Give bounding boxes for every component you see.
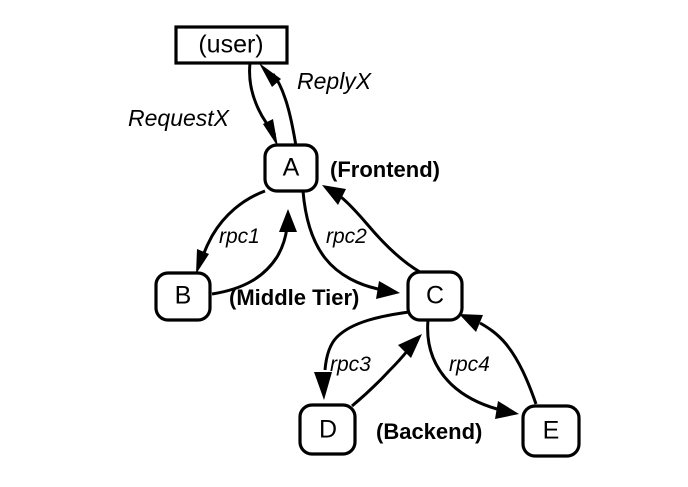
edge-rpc3-call bbox=[314, 310, 410, 400]
edge-rpc4-return bbox=[459, 314, 538, 405]
edge-label-rpc2: rpc2 bbox=[326, 225, 367, 248]
node-b[interactable]: B bbox=[154, 271, 212, 322]
node-e[interactable]: E bbox=[521, 404, 581, 458]
node-user-shape bbox=[174, 25, 289, 65]
edge-rpc1-return bbox=[211, 209, 297, 296]
edge-rpc1-call bbox=[196, 189, 266, 274]
edge-rpc2-return-path bbox=[340, 195, 421, 274]
edge-label-rpc3: rpc3 bbox=[330, 353, 371, 376]
node-e-shape bbox=[521, 404, 581, 458]
node-user-label: (user) bbox=[198, 31, 263, 59]
edge-label-request-x: RequestX bbox=[128, 105, 231, 131]
edge-rpc3-return-arrowhead bbox=[398, 334, 422, 358]
node-b-shape bbox=[154, 271, 212, 322]
edge-rpc1-return-path bbox=[211, 226, 289, 296]
edge-rpc2-call bbox=[301, 190, 400, 299]
edge-rpc3-call-arrowhead bbox=[314, 372, 332, 400]
edge-rpc1-return-arrowhead bbox=[279, 209, 297, 232]
edge-label-rpc1: rpc1 bbox=[219, 225, 260, 248]
node-c-shape bbox=[406, 270, 464, 322]
node-a-label: A bbox=[283, 154, 300, 182]
edge-rpc3-return bbox=[351, 334, 422, 408]
edge-request-x bbox=[248, 62, 278, 147]
edge-rpc2-call-path bbox=[301, 190, 379, 291]
edge-reply-x-arrowhead bbox=[259, 63, 281, 87]
tier-label-frontend: (Frontend) bbox=[330, 157, 440, 182]
edge-label-rpc4: rpc4 bbox=[449, 353, 490, 376]
edge-rpc4-return-path bbox=[479, 321, 538, 405]
edge-rpc3-call-path bbox=[323, 310, 410, 371]
node-c[interactable]: C bbox=[406, 270, 464, 322]
node-user[interactable]: (user) bbox=[174, 25, 289, 65]
edge-label-reply-x: ReplyX bbox=[297, 68, 373, 94]
tier-label-backend: (Backend) bbox=[376, 419, 482, 444]
tier-label-middle-tier: (Middle Tier) bbox=[229, 285, 359, 310]
node-d-shape bbox=[298, 403, 357, 456]
node-a-shape bbox=[263, 143, 319, 193]
node-d-label: D bbox=[319, 416, 337, 444]
edge-rpc4-call-path bbox=[426, 319, 498, 411]
node-e-label: E bbox=[543, 417, 560, 445]
edge-rpc2-return bbox=[322, 185, 421, 274]
node-c-label: C bbox=[426, 282, 444, 310]
node-b-label: B bbox=[175, 282, 192, 310]
edge-rpc2-return-arrowhead bbox=[322, 185, 346, 205]
edge-rpc3-return-path bbox=[351, 349, 410, 408]
edge-rpc2-call-arrowhead bbox=[376, 281, 400, 299]
edge-reply-x bbox=[259, 63, 298, 147]
edge-rpc4-call-arrowhead bbox=[495, 401, 519, 419]
edge-rpc4-return-arrowhead bbox=[459, 314, 483, 332]
edge-reply-x-path bbox=[271, 73, 298, 147]
edge-rpc4-call bbox=[426, 319, 519, 419]
node-a[interactable]: A bbox=[263, 143, 319, 193]
node-d[interactable]: D bbox=[298, 403, 357, 456]
edge-request-x-arrowhead bbox=[263, 119, 278, 147]
edge-rpc1-call-arrowhead bbox=[196, 249, 209, 274]
